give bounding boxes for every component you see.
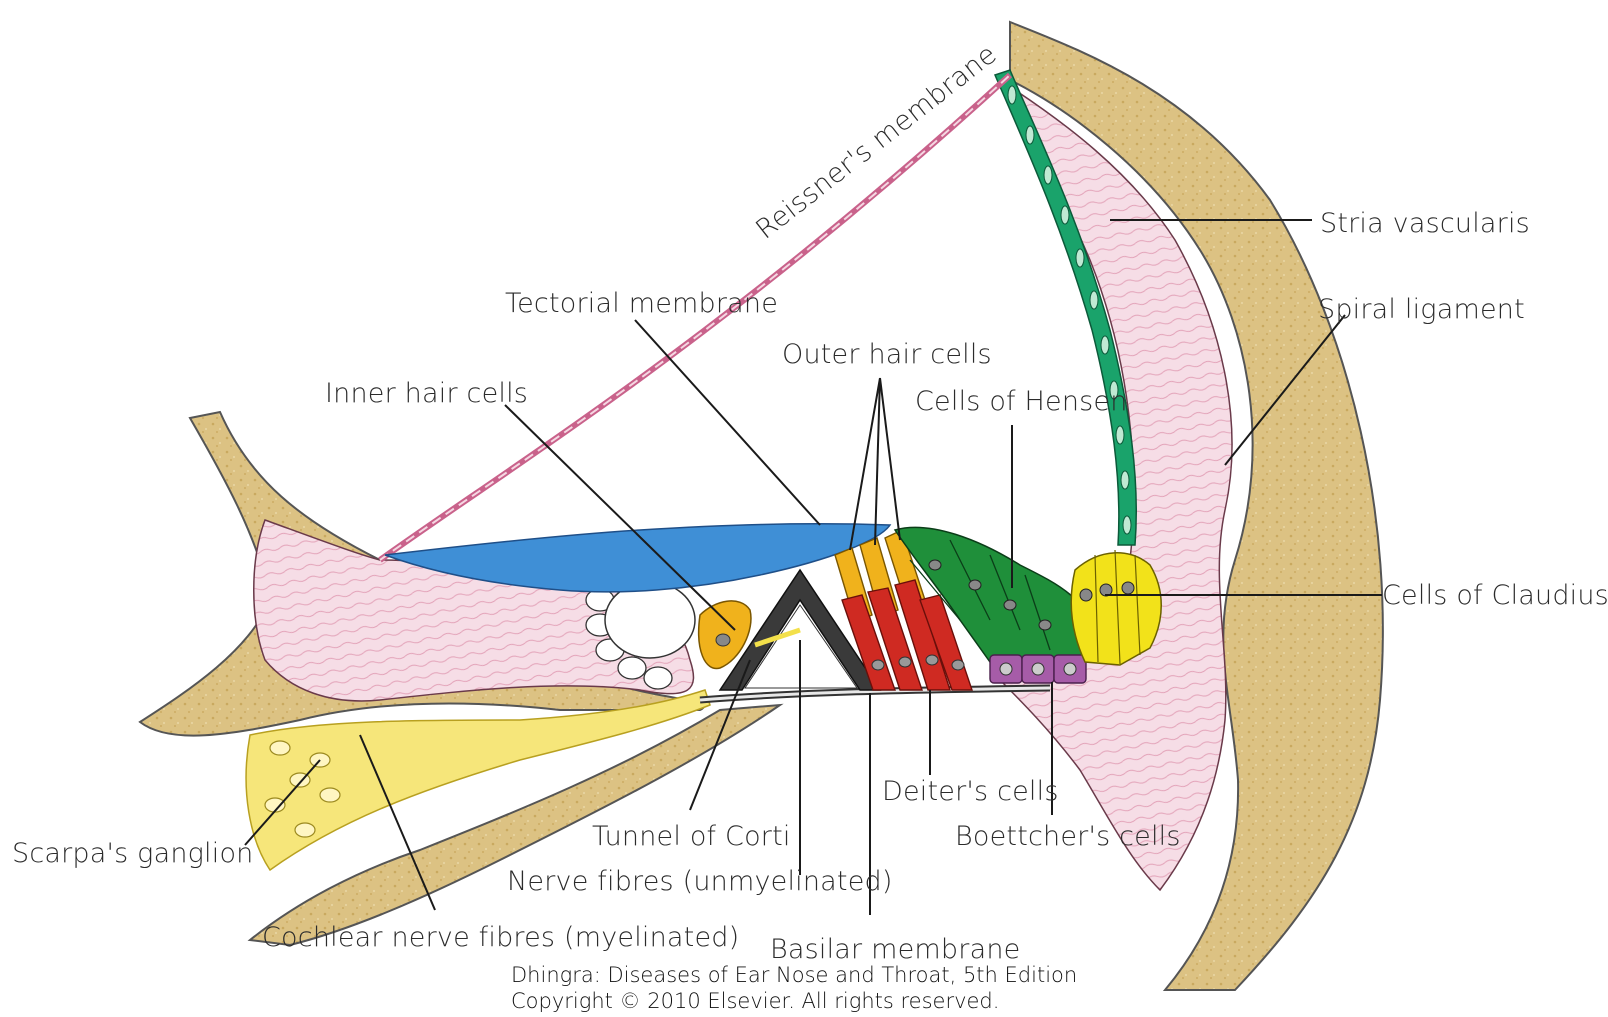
label-tectorial-membrane: Tectorial membrane — [505, 288, 778, 319]
label-outer-hair-cells: Outer hair cells — [782, 339, 992, 370]
label-stria-vascularis: Stria vascularis — [1320, 208, 1530, 239]
inner-sulcus — [605, 582, 695, 658]
label-cells-of-hensen: Cells of Hensen — [915, 386, 1128, 417]
label-boettchers-cells: Boettcher's cells — [955, 821, 1181, 852]
label-cells-of-claudius: Cells of Claudius — [1382, 580, 1608, 611]
label-cochlear-nerve-fibres: Cochlear nerve fibres (myelinated) — [262, 922, 739, 953]
label-basilar-membrane: Basilar membrane — [770, 934, 1020, 965]
label-nerve-fibres-unmyelinated: Nerve fibres (unmyelinated) — [507, 866, 893, 897]
label-scarpas-ganglion: Scarpa's ganglion — [12, 838, 253, 869]
label-tunnel-of-corti: Tunnel of Corti — [592, 821, 791, 852]
credit-line-1: Dhingra: Diseases of Ear Nose and Throat… — [511, 963, 1077, 987]
credit-line-2: Copyright © 2010 Elsevier. All rights re… — [511, 989, 999, 1013]
label-inner-hair-cells: Inner hair cells — [325, 378, 528, 409]
label-reissners-membrane: Reissner's membrane — [750, 39, 1003, 246]
label-spiral-ligament: Spiral ligament — [1318, 294, 1525, 325]
label-deiters-cells: Deiter's cells — [882, 776, 1059, 807]
